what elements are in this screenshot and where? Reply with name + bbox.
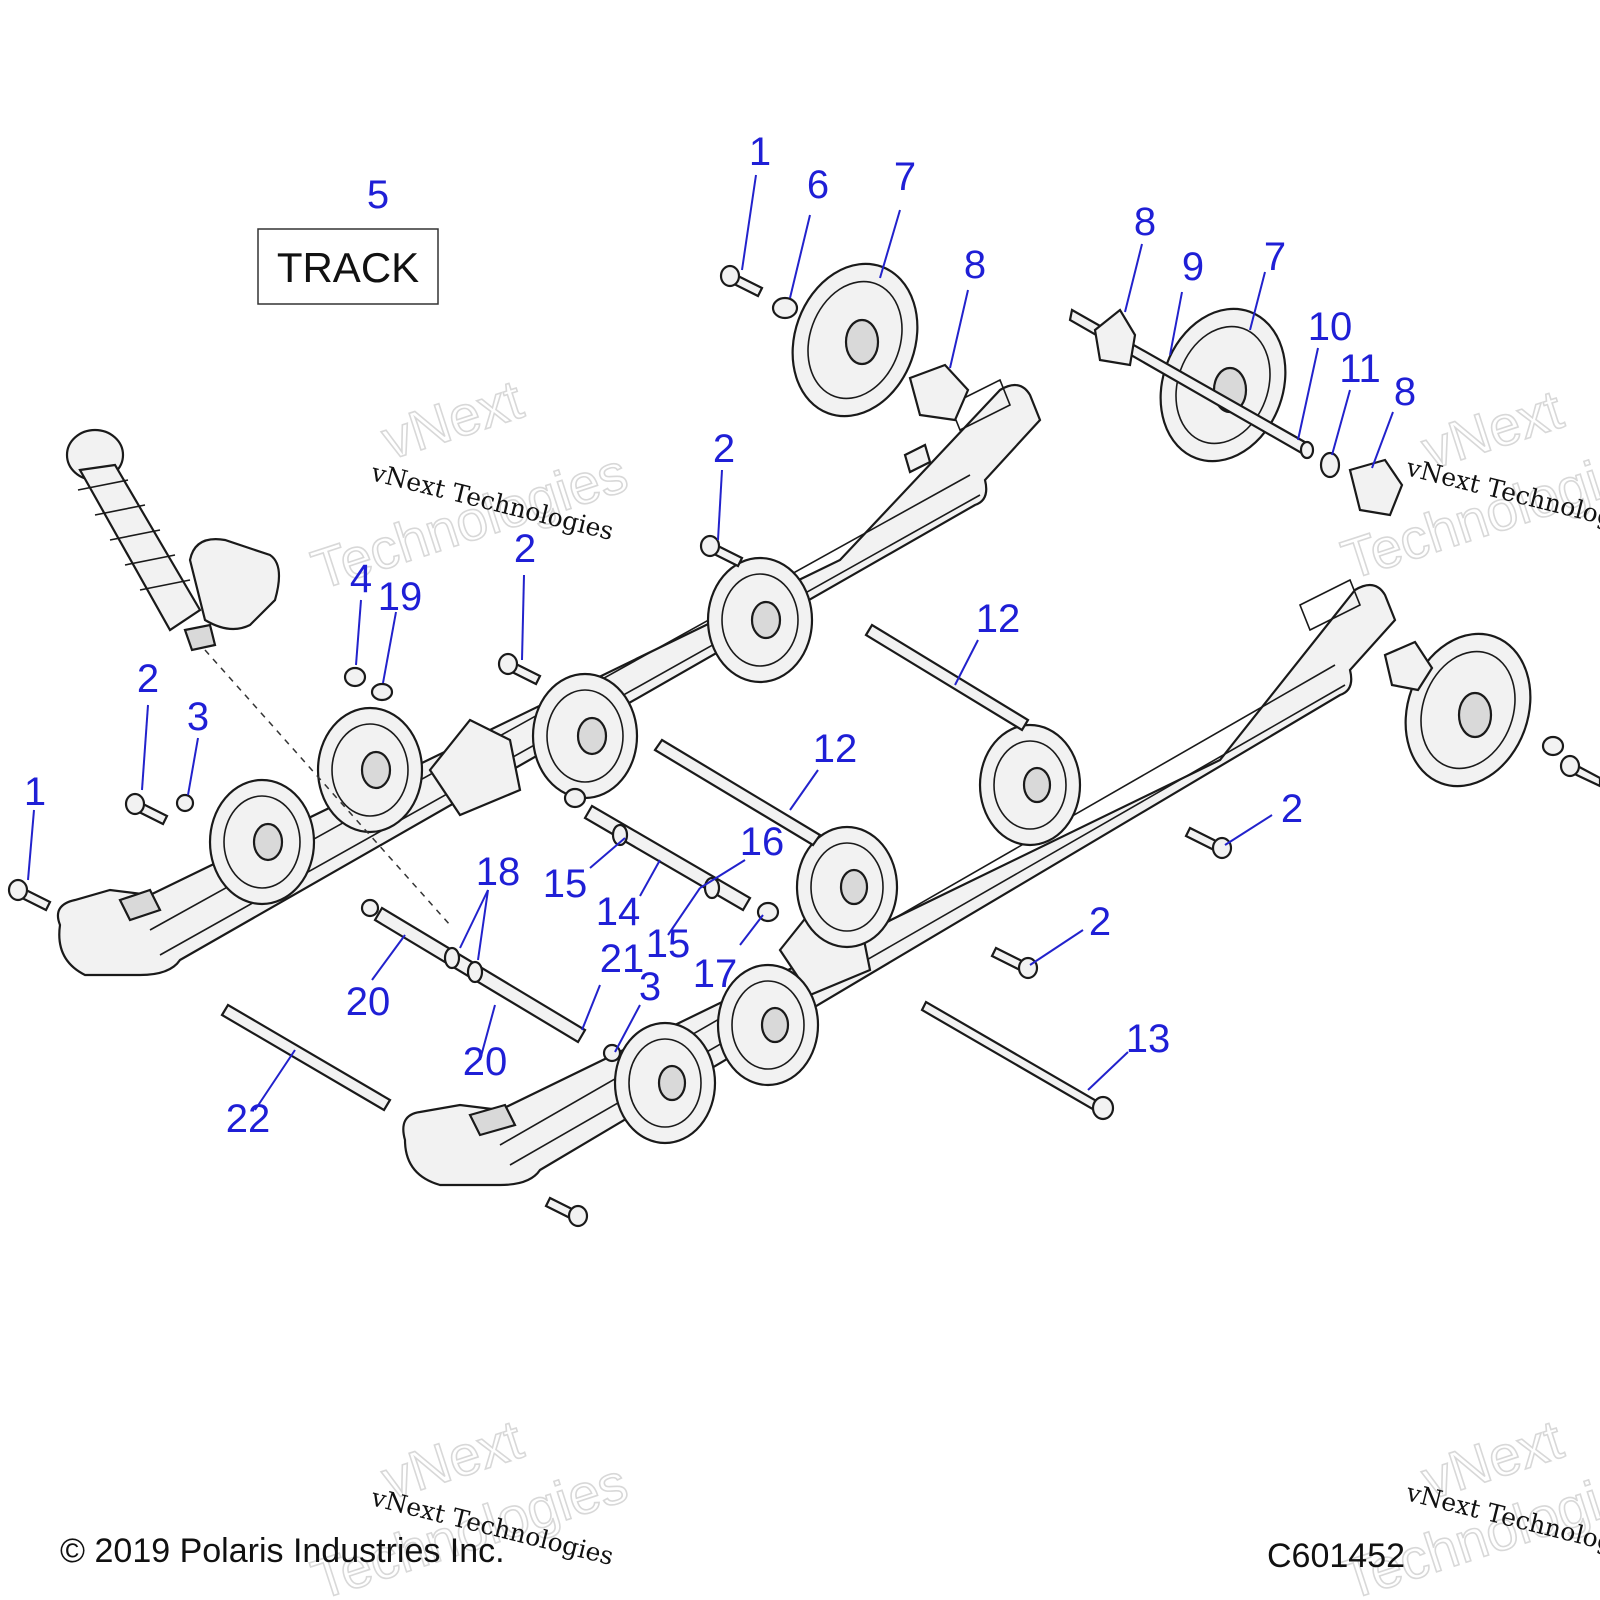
callout-22: 22 xyxy=(226,1097,271,1141)
callout-14: 14 xyxy=(596,890,641,934)
callout-20: 20 xyxy=(346,980,391,1024)
bearing-cap-2 xyxy=(908,363,970,422)
callout-12: 12 xyxy=(976,597,1021,641)
rear-wheel-top xyxy=(791,262,919,418)
leader-lines xyxy=(27,174,1394,1111)
wheel-left-2 xyxy=(316,706,424,834)
callout-3: 3 xyxy=(639,965,661,1009)
wheel-right-3 xyxy=(795,825,899,949)
callout-1: 1 xyxy=(749,130,771,174)
callout-4: 4 xyxy=(350,557,372,601)
callout-17: 17 xyxy=(693,952,738,996)
callout-12: 12 xyxy=(813,727,858,771)
svg-text:vNext: vNext xyxy=(374,367,530,471)
callout-2: 2 xyxy=(713,427,735,471)
rear-wheel-right xyxy=(1404,632,1532,788)
callout-2: 2 xyxy=(1281,787,1303,831)
callout-16: 16 xyxy=(740,820,785,864)
bearing-cap-1 xyxy=(1093,308,1137,367)
bearing-cap-3 xyxy=(1348,458,1404,517)
watermark-bottom: vNext Technologies vNext Technologies xyxy=(303,1406,635,1600)
wheel-right-2 xyxy=(716,963,820,1087)
wheel-left-1 xyxy=(208,778,316,906)
copyright-text: © 2019 Polaris Industries Inc. xyxy=(60,1532,505,1570)
bolts xyxy=(7,264,1600,1228)
callout-13: 13 xyxy=(1126,1017,1171,1061)
callout-5: 5 xyxy=(367,173,389,217)
callout-1: 1 xyxy=(24,770,46,814)
callout-6: 6 xyxy=(807,163,829,207)
callout-21: 21 xyxy=(600,937,645,981)
callout-2: 2 xyxy=(514,527,536,571)
long-bolt-13 xyxy=(920,1000,1115,1121)
cross-shaft-12-lower xyxy=(653,738,822,847)
callout-8: 8 xyxy=(964,243,986,287)
callout-8: 8 xyxy=(1134,200,1156,244)
wheel-right-1 xyxy=(613,1021,717,1145)
track-label-box: TRACK xyxy=(257,228,439,305)
callout-19: 19 xyxy=(378,575,423,619)
callout-18: 18 xyxy=(476,850,521,894)
washer-11 xyxy=(1319,451,1341,479)
callout-9: 9 xyxy=(1182,245,1204,289)
shaft-22 xyxy=(220,1003,392,1112)
svg-text:TRACK: TRACK xyxy=(277,244,419,291)
wheel-right-4 xyxy=(978,723,1082,847)
bearing-cap-4 xyxy=(1383,640,1434,692)
callout-2: 2 xyxy=(137,657,159,701)
cross-shaft-12-upper xyxy=(864,623,1030,732)
callout-3: 3 xyxy=(187,695,209,739)
callout-numbers: 1 6 7 8 8 9 7 10 11 8 5 2 2 4 19 12 2 3 … xyxy=(24,130,1416,1141)
callout-8: 8 xyxy=(1394,370,1416,414)
callout-7: 7 xyxy=(1264,235,1286,279)
diagram-code: C601452 xyxy=(1267,1537,1405,1575)
callout-2: 2 xyxy=(1089,900,1111,944)
wheel-left-3 xyxy=(531,672,639,800)
wheel-left-4 xyxy=(706,556,814,684)
callout-10: 10 xyxy=(1308,305,1353,349)
callout-20: 20 xyxy=(463,1040,508,1084)
callout-15: 15 xyxy=(543,862,588,906)
callout-15: 15 xyxy=(646,922,691,966)
callout-7: 7 xyxy=(894,155,916,199)
shaft-20 xyxy=(373,906,587,1044)
callout-11: 11 xyxy=(1339,347,1381,391)
washers xyxy=(175,296,1565,1063)
rear-shock xyxy=(65,428,451,926)
rear-wheel-axle xyxy=(1159,307,1287,463)
